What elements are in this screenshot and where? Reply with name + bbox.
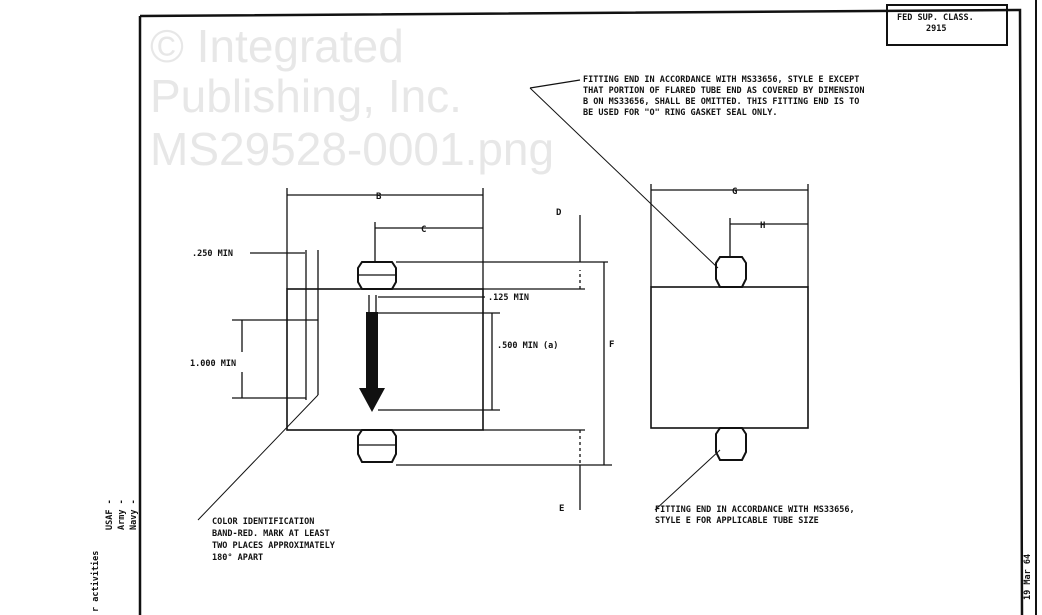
watermark-line2: Publishing, Inc. [150, 70, 462, 122]
bottom-fitting-left [357, 429, 397, 463]
right-view [529, 79, 809, 511]
margin-usaf: USAF - [105, 499, 115, 530]
note-top-fitting: FITTING END IN ACCORDANCE WITH MS33656, … [583, 75, 864, 118]
sheet-border [139, 8, 1024, 615]
dim-125-min: .125 MIN [488, 293, 529, 303]
dim-g: G [732, 187, 737, 197]
margin-navy: Navy - [129, 499, 139, 530]
dim-c: C [421, 225, 426, 235]
svg-text:FITTING END IN ACCORDANCE WITH: FITTING END IN ACCORDANCE WITH MS33656, … [583, 75, 859, 85]
svg-text:STYLE E FOR APPLICABLE TUBE SI: STYLE E FOR APPLICABLE TUBE SIZE [655, 516, 819, 526]
svg-text:BE USED FOR "O" RING GASKET SE: BE USED FOR "O" RING GASKET SEAL ONLY. [583, 108, 777, 118]
top-fitting-left [357, 261, 397, 290]
body-left [286, 288, 484, 431]
top-fitting-right [715, 256, 747, 288]
dim-e: E [559, 504, 564, 514]
dim-d: D [556, 208, 562, 218]
dim-h: H [760, 221, 765, 231]
title-block-line1: FED SUP. CLASS. [897, 13, 974, 23]
note-bottom-fitting: FITTING END IN ACCORDANCE WITH MS33656, … [655, 505, 855, 526]
svg-text:THAT PORTION OF FLARED TUBE EN: THAT PORTION OF FLARED TUBE END AS COVER… [583, 86, 864, 96]
svg-text:COLOR IDENTIFICATION: COLOR IDENTIFICATION [212, 517, 314, 527]
title-block-box [886, 4, 1008, 46]
flow-arrow-head [359, 388, 385, 412]
body-right [650, 286, 809, 429]
left-view [197, 188, 612, 521]
svg-text:B ON MS33656, SHALL BE OMITTED: B ON MS33656, SHALL BE OMITTED. THIS FIT… [583, 97, 859, 107]
svg-text:BAND-RED. MARK AT LEAST: BAND-RED. MARK AT LEAST [212, 529, 330, 539]
title-block-line2: 2915 [926, 24, 946, 34]
svg-text:TWO PLACES APPROXIMATELY: TWO PLACES APPROXIMATELY [212, 541, 336, 551]
bottom-fitting-right [715, 427, 747, 461]
watermark: © Integrated Publishing, Inc. MS29528-00… [150, 20, 554, 175]
margin-date: 19 Mar 64 [1023, 554, 1033, 600]
dim-f: F [609, 340, 614, 350]
flow-arrow-shaft [366, 312, 378, 390]
dim-500-min: .500 MIN (a) [497, 341, 558, 351]
dim-1000-min: 1.000 MIN [190, 359, 236, 369]
watermark-line1: © Integrated [150, 20, 404, 72]
svg-text:180° APART: 180° APART [212, 553, 263, 563]
watermark-line3: MS29528-0001.png [150, 123, 554, 175]
svg-text:FITTING END IN ACCORDANCE WITH: FITTING END IN ACCORDANCE WITH MS33656, [655, 505, 855, 515]
dim-250-min: .250 MIN [192, 249, 233, 259]
note-color-band: COLOR IDENTIFICATION BAND-RED. MARK AT L… [212, 517, 336, 563]
margin-army: Army - [117, 499, 127, 530]
dim-b: B [376, 192, 382, 202]
margin-activities: r activities [90, 551, 101, 612]
